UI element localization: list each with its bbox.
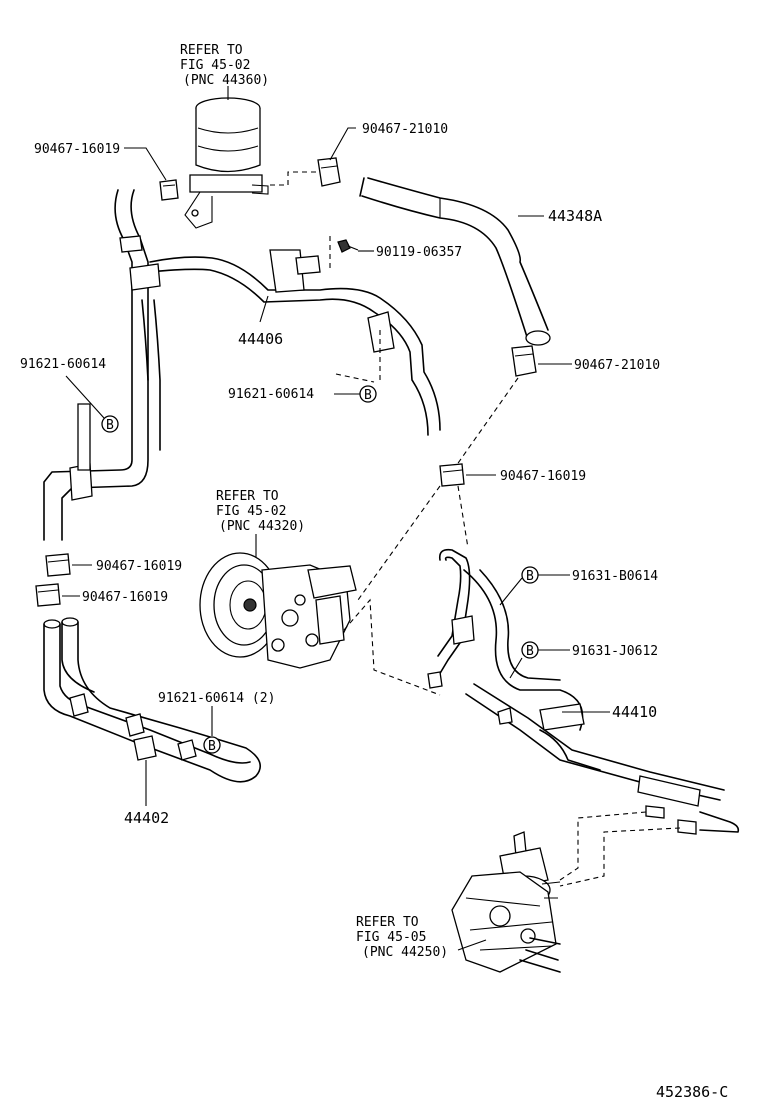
- svg-text:B: B: [208, 739, 216, 754]
- hose-clamp-icon: [159, 179, 179, 201]
- label-91621-60614-mid: 91621-60614: [228, 387, 314, 402]
- label-44348a: 44348A: [548, 207, 602, 225]
- refer-reservoir-line2: FIG 45-02: [180, 58, 250, 73]
- steering-gear-icon: [451, 831, 561, 973]
- refer-pump-line2: FIG 45-02: [216, 504, 286, 519]
- svg-text:B: B: [526, 644, 534, 659]
- refer-pump-line3: (PNC 44320): [219, 519, 305, 534]
- hose-clamp-icon: [439, 463, 465, 487]
- hose-clamp-icon: [511, 345, 537, 377]
- b-marker: B: [203, 736, 221, 754]
- pressure-hose-44410: [427, 548, 740, 835]
- label-90467-16019-top: 90467-16019: [34, 142, 120, 157]
- hose-clamp-icon: [45, 553, 71, 577]
- b-marker: B: [521, 566, 539, 584]
- bolt-icon: [337, 239, 359, 253]
- pressure-tube-44406: [43, 189, 441, 541]
- b-marker: B: [521, 641, 539, 659]
- b-marker: B: [359, 385, 377, 403]
- label-90119-06357: 90119-06357: [376, 245, 462, 260]
- refer-reservoir-line3: (PNC 44360): [183, 73, 269, 88]
- diagram-id: 452386-C: [656, 1083, 728, 1101]
- reservoir-icon: [184, 97, 269, 229]
- label-91631-b0614: 91631-B0614: [572, 569, 658, 584]
- label-91631-j0612: 91631-J0612: [572, 644, 658, 659]
- refer-gear-line3: (PNC 44250): [362, 945, 448, 960]
- return-tube-44402: [43, 617, 262, 783]
- label-44410: 44410: [612, 703, 657, 721]
- label-91621-60614-left: 91621-60614: [20, 357, 106, 372]
- svg-text:B: B: [364, 388, 372, 403]
- b-marker: B: [101, 415, 119, 433]
- label-44406: 44406: [238, 330, 283, 348]
- return-hose-44348a: [359, 177, 551, 346]
- refer-reservoir-line1: REFER TO: [180, 43, 243, 58]
- label-90467-16019-left-a: 90467-16019: [96, 559, 182, 574]
- label-44402: 44402: [124, 809, 169, 827]
- label-90467-16019-left-b: 90467-16019: [82, 590, 168, 605]
- svg-text:B: B: [526, 569, 534, 584]
- hose-clamp-icon: [317, 157, 341, 187]
- label-90467-21010-top: 90467-21010: [362, 122, 448, 137]
- label-90467-16019-right: 90467-16019: [500, 469, 586, 484]
- refer-gear-line2: FIG 45-05: [356, 930, 426, 945]
- label-90467-21010-right: 90467-21010: [574, 358, 660, 373]
- svg-text:B: B: [106, 418, 114, 433]
- label-91621-60614-2: 91621-60614 (2): [158, 691, 275, 706]
- refer-pump-line1: REFER TO: [216, 489, 279, 504]
- pump-pulley-icon: [199, 552, 357, 669]
- hose-clamp-icon: [35, 583, 61, 607]
- refer-gear-line1: REFER TO: [356, 915, 419, 930]
